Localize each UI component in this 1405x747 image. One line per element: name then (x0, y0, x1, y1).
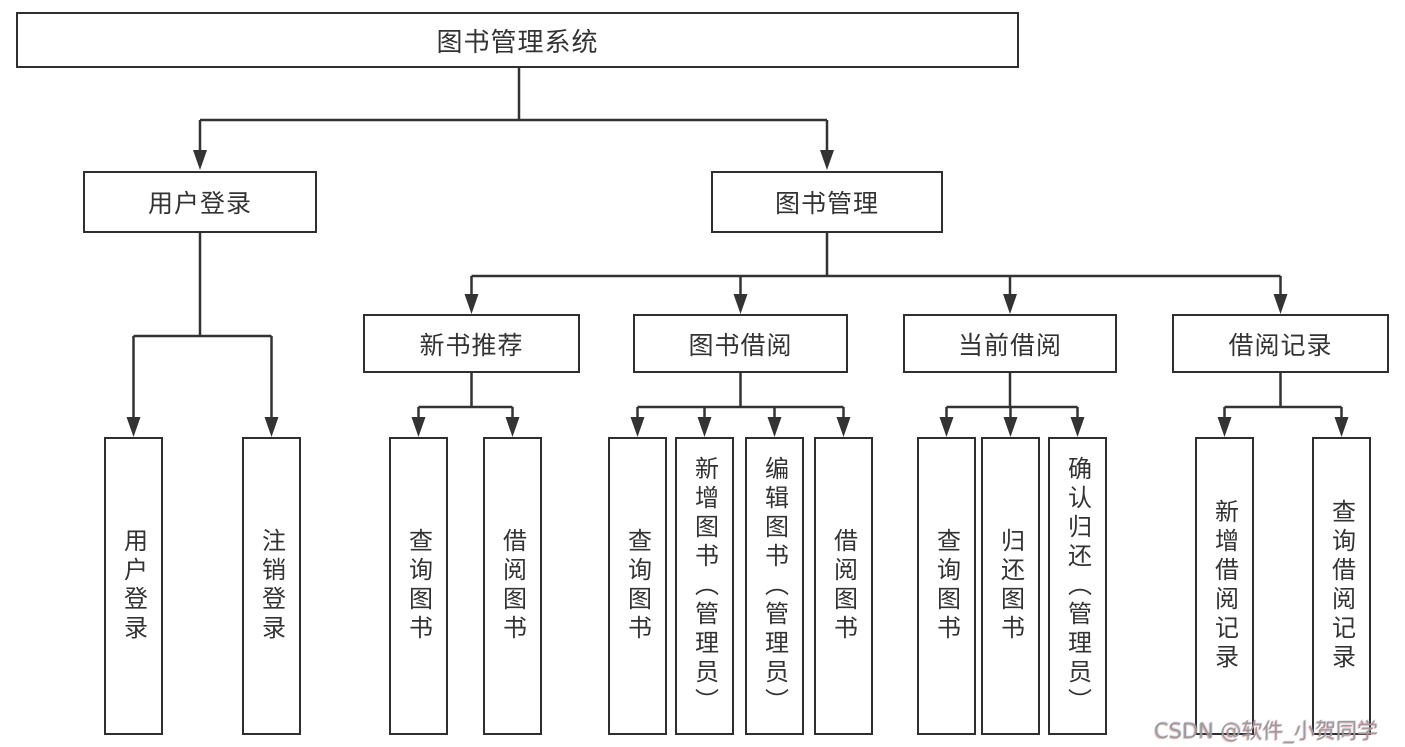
node-label: 当前借阅 (957, 330, 1062, 360)
node-label: 借阅记录 (1228, 330, 1333, 360)
leaf-return-books: 归还图书 (981, 437, 1040, 735)
node-label: 新增图书（管理员） (690, 455, 719, 717)
node-label: 查询图书 (932, 528, 961, 644)
node-label: 查询图书 (404, 528, 433, 644)
node-label: 图书管理系统 (436, 27, 599, 58)
leaf-query-borrow-record: 查询借阅记录 (1312, 437, 1371, 735)
node-label: 图书借阅 (688, 330, 793, 360)
node-label: 归还图书 (996, 528, 1025, 644)
leaf-add-borrow-record: 新增借阅记录 (1195, 437, 1254, 735)
node-label: 确认归还（管理员） (1063, 455, 1092, 717)
node-borrowing-records: 借阅记录 (1172, 314, 1389, 373)
leaf-add-books-admin: 新增图书（管理员） (675, 437, 734, 735)
node-new-book-recommendation: 新书推荐 (363, 314, 580, 373)
node-label: 图书管理 (774, 189, 879, 218)
csdn-watermark: CSDN @软件_小贺同学 (1154, 719, 1379, 743)
node-book-borrowing: 图书借阅 (633, 314, 848, 373)
node-book-management: 图书管理 (711, 171, 943, 233)
node-label: 查询借阅记录 (1327, 499, 1356, 673)
leaf-query-books-borrow: 查询图书 (608, 437, 667, 735)
node-label: 编辑图书（管理员） (760, 455, 789, 717)
node-label: 查询图书 (623, 528, 652, 644)
node-label: 新书推荐 (419, 330, 524, 360)
node-label: 借阅图书 (498, 528, 527, 644)
leaf-borrow-books: 借阅图书 (814, 437, 873, 735)
leaf-logout: 注销登录 (242, 437, 301, 735)
node-current-borrowing: 当前借阅 (903, 314, 1117, 373)
arrowheads (126, 150, 1349, 437)
node-label: 新增借阅记录 (1210, 499, 1239, 673)
node-label: 用户登录 (147, 189, 252, 218)
leaf-confirm-return-admin: 确认归还（管理员） (1048, 437, 1107, 735)
node-library-management-system: 图书管理系统 (16, 12, 1019, 68)
leaf-query-books-recommend: 查询图书 (389, 437, 448, 735)
node-label: 用户登录 (119, 528, 148, 644)
node-label: 借阅图书 (829, 528, 858, 644)
leaf-user-login: 用户登录 (104, 437, 163, 735)
leaf-edit-books-admin: 编辑图书（管理员） (745, 437, 804, 735)
leaf-query-books-current: 查询图书 (917, 437, 976, 735)
node-user-login: 用户登录 (83, 171, 317, 233)
node-label: 注销登录 (257, 528, 286, 644)
leaf-borrow-books-recommend: 借阅图书 (483, 437, 542, 735)
